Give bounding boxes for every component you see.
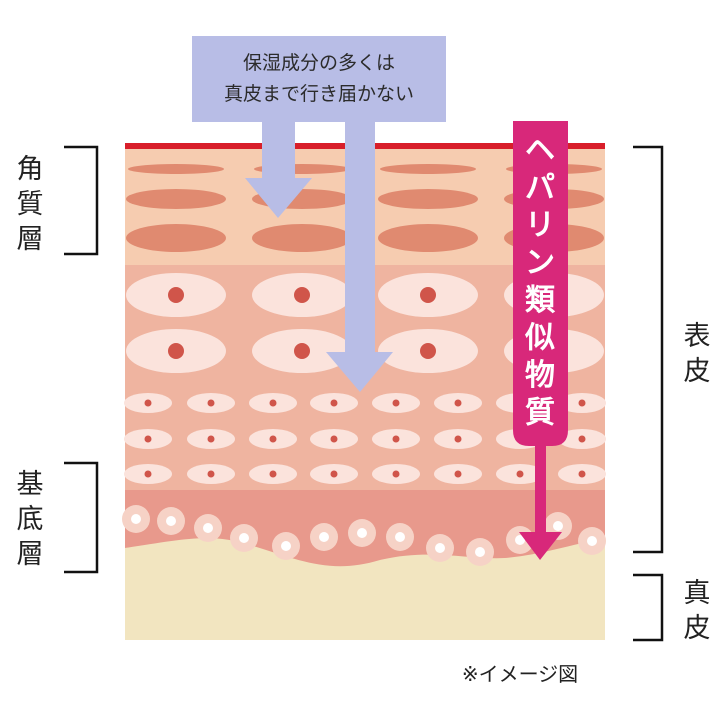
basal-cell-nucleus — [239, 533, 249, 543]
cell-nucleus — [330, 435, 338, 443]
spinous-cells-small — [124, 393, 606, 484]
label-char: 皮 — [684, 613, 711, 644]
label-char: リ — [525, 208, 555, 243]
basal-layer-label: 基底層 — [17, 469, 44, 570]
cell-nucleus — [330, 470, 338, 478]
basal-cell-nucleus — [475, 547, 485, 557]
image-note: ※イメージ図 — [462, 662, 578, 686]
basal-cell-nucleus — [553, 521, 563, 531]
basal-cell-nucleus — [131, 514, 141, 524]
cell-nucleus — [144, 399, 152, 407]
basal-layer-bracket — [64, 461, 99, 574]
down-arrow-icon — [326, 120, 393, 392]
cell-nucleus — [516, 470, 524, 478]
label-char: 基 — [17, 469, 44, 500]
basal-cell-nucleus — [395, 532, 405, 542]
stratum-corneum-bracket — [64, 145, 99, 256]
cell-nucleus — [420, 287, 436, 303]
label-char: 似 — [524, 321, 555, 356]
moisture-callout-box — [192, 36, 446, 122]
cell-nucleus — [168, 343, 184, 359]
down-arrow-icon — [519, 532, 562, 560]
cell-nucleus — [207, 399, 215, 407]
cell-nucleus — [144, 470, 152, 478]
moisture-arrow-group: 保湿成分の多くは 真皮まで行き届かない — [192, 36, 446, 392]
cell-nucleus — [144, 435, 152, 443]
epidermis-label: 表皮 — [684, 321, 711, 387]
flat-cell — [126, 189, 226, 209]
stratum-corneum-label: 角質層 — [17, 154, 44, 255]
label-char: ヘ — [525, 133, 555, 168]
cell-nucleus — [168, 287, 184, 303]
label-char: 層 — [17, 539, 44, 570]
cell-nucleus — [420, 343, 436, 359]
flat-cell — [378, 224, 478, 252]
cell-nucleus — [269, 399, 277, 407]
flat-cell — [126, 224, 226, 252]
dermis-label: 真皮 — [684, 578, 711, 644]
label-char: 底 — [17, 504, 44, 535]
basal-cell-nucleus — [319, 532, 329, 542]
dermis-bracket — [633, 573, 664, 642]
label-char: 類 — [525, 283, 556, 318]
label-char: 真 — [684, 578, 711, 609]
heparin-label-box — [513, 121, 568, 446]
cell-nucleus — [578, 470, 586, 478]
flat-cell — [378, 189, 478, 209]
callout-line-2: 真皮まで行き届かない — [224, 83, 414, 105]
label-char: 皮 — [684, 356, 711, 387]
heparin-arrow-shaft — [535, 440, 546, 535]
cell-nucleus — [207, 470, 215, 478]
cell-nucleus — [294, 287, 310, 303]
flat-cell — [252, 224, 352, 252]
basal-cell-nucleus — [515, 535, 525, 545]
label-char: 表 — [684, 321, 711, 352]
cell-nucleus — [207, 435, 215, 443]
cell-nucleus — [454, 470, 462, 478]
cell-nucleus — [294, 343, 310, 359]
cell-nucleus — [392, 470, 400, 478]
cell-nucleus — [578, 399, 586, 407]
callout-line-1: 保湿成分の多くは — [243, 52, 395, 74]
flat-cell — [128, 164, 224, 174]
label-char: 角 — [17, 154, 44, 185]
label-char: パ — [525, 171, 555, 206]
cell-nucleus — [578, 435, 586, 443]
basal-cell-nucleus — [166, 516, 176, 526]
cell-nucleus — [330, 399, 338, 407]
label-char: 層 — [17, 224, 44, 255]
cell-nucleus — [454, 399, 462, 407]
down-arrow-icon — [245, 120, 312, 218]
label-char: 質 — [17, 189, 44, 220]
flat-cell — [380, 164, 476, 174]
cell-nucleus — [269, 470, 277, 478]
cell-nucleus — [269, 435, 277, 443]
cell-nucleus — [392, 435, 400, 443]
label-char: 質 — [525, 396, 555, 431]
basal-cell-nucleus — [203, 523, 213, 533]
label-char: ン — [525, 246, 555, 281]
basal-cell-nucleus — [281, 541, 291, 551]
basal-cell-nucleus — [435, 543, 445, 553]
basal-cell-nucleus — [357, 528, 367, 538]
label-char: 物 — [525, 358, 555, 393]
cell-nucleus — [392, 399, 400, 407]
cell-nucleus — [454, 435, 462, 443]
epidermis-bracket — [633, 145, 664, 554]
basal-cell-nucleus — [587, 536, 597, 546]
